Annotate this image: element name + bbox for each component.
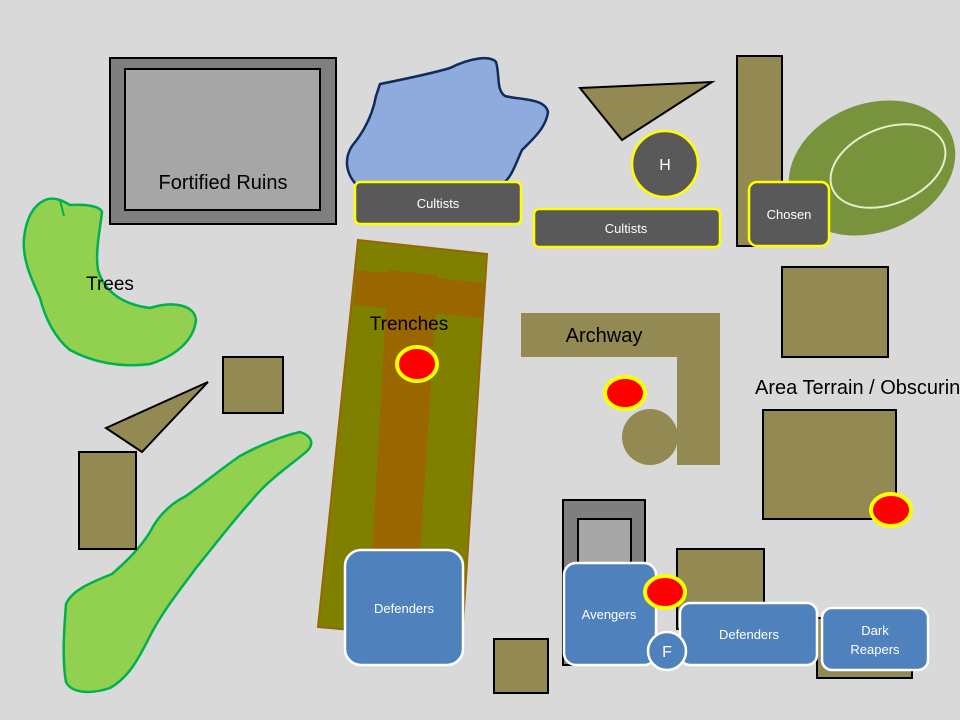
- cultists-unit-a[interactable]: Cultists: [353, 180, 523, 226]
- block-terrain-bottom-small: [493, 638, 549, 694]
- hill-terrain: [788, 100, 956, 236]
- ruins-inner-floor: [124, 68, 321, 211]
- chosen-unit[interactable]: Chosen: [747, 180, 831, 248]
- defenders-label-a: Defenders: [374, 601, 434, 616]
- block-terrain-tall-left: [78, 451, 137, 550]
- chosen-token[interactable]: [747, 180, 831, 248]
- dark-reapers-label-line2: Reapers: [850, 642, 900, 657]
- cultists-label-a: Cultists: [417, 196, 460, 211]
- fortified-ruins-label: Fortified Ruins: [159, 172, 288, 194]
- objective-marker-trenches[interactable]: [395, 345, 439, 383]
- avengers-token[interactable]: [562, 561, 658, 667]
- hero-unit[interactable]: H: [630, 129, 700, 199]
- trees-terrain-lower: [62, 430, 313, 694]
- area-terrain-label: Area Terrain / Obscuring: [755, 377, 960, 399]
- triangle-terrain-top: [577, 80, 716, 142]
- flag-token[interactable]: [646, 630, 688, 672]
- dark-reapers-unit[interactable]: Dark Reapers: [820, 606, 930, 672]
- archway-pillar: [622, 409, 678, 465]
- flag-label: F: [662, 644, 672, 661]
- avengers-label: Avengers: [582, 607, 637, 622]
- trees-notch: [59, 199, 65, 217]
- archway-structure: [521, 313, 720, 465]
- block-terrain-right-upper: [781, 266, 889, 358]
- hero-label: H: [659, 157, 671, 174]
- hill-outer: [788, 100, 956, 236]
- trenches-label: Trenches: [370, 314, 449, 335]
- cultists-unit-b[interactable]: Cultists: [532, 207, 722, 249]
- archway-terrain: Archway: [521, 313, 720, 465]
- objective-markers: [395, 345, 913, 610]
- hill-inner-contour: [829, 123, 947, 209]
- archway-label: Archway: [566, 325, 643, 347]
- defenders-token-b[interactable]: [678, 601, 819, 667]
- defenders-token-a[interactable]: [343, 548, 465, 667]
- cultists-token-b[interactable]: [532, 207, 722, 249]
- hero-token[interactable]: [630, 129, 700, 199]
- cultists-label-b: Cultists: [605, 221, 648, 236]
- fortified-ruins: Fortified Ruins: [109, 57, 337, 225]
- objective-marker-area-terrain[interactable]: [869, 492, 913, 528]
- trees-terrain-left: [22, 197, 198, 367]
- block-terrain-small-left: [222, 356, 284, 414]
- dark-reapers-token[interactable]: [820, 606, 930, 672]
- lake-terrain: [345, 56, 550, 190]
- objective-marker-avengers[interactable]: [643, 574, 687, 610]
- defenders-unit-b[interactable]: Defenders: [678, 601, 819, 667]
- flag-unit[interactable]: F: [646, 630, 688, 672]
- trees-label: Trees: [86, 274, 134, 295]
- cultists-token-a[interactable]: [353, 180, 523, 226]
- triangle-terrain-left: [103, 381, 209, 454]
- dark-reapers-label-line1: Dark: [861, 623, 889, 638]
- defenders-unit-a[interactable]: Defenders: [343, 548, 465, 667]
- chosen-label: Chosen: [767, 207, 812, 222]
- avengers-unit[interactable]: Avengers: [562, 561, 658, 667]
- defenders-label-b: Defenders: [719, 627, 779, 642]
- objective-marker-archway[interactable]: [603, 375, 647, 411]
